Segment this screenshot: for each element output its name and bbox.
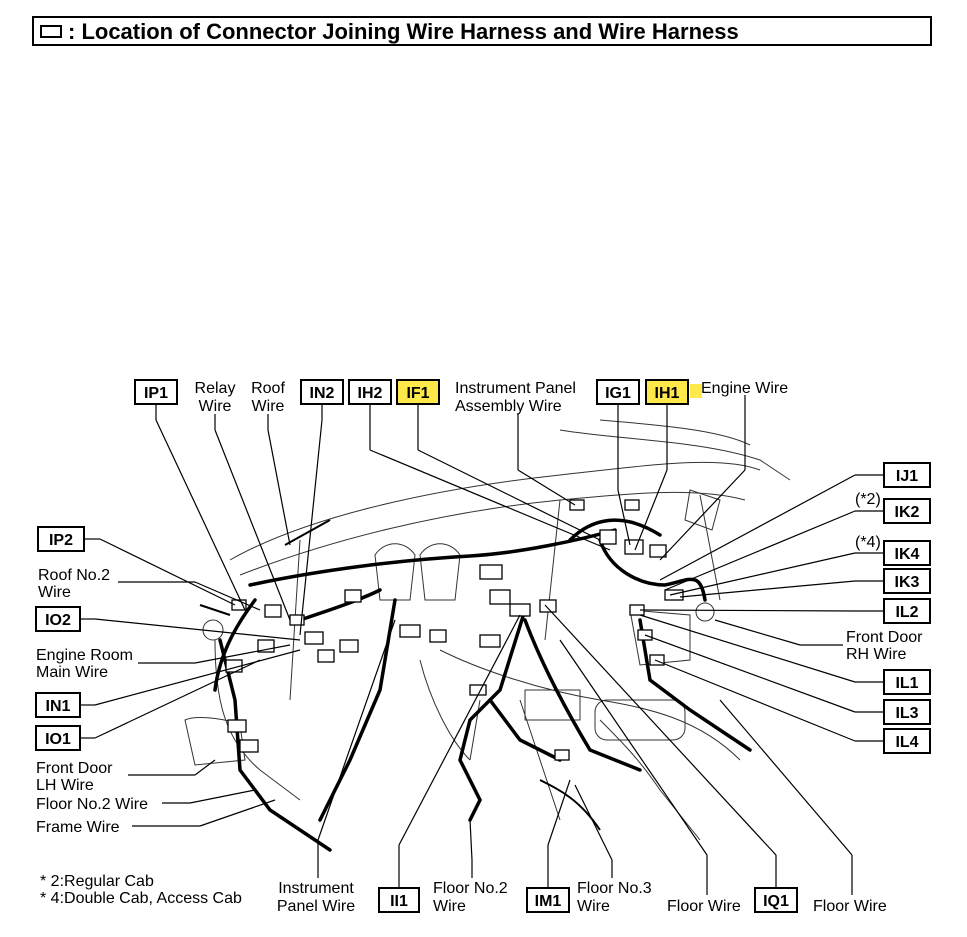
connector-IG1: IG1 [596,379,640,405]
connector-blocks [225,499,684,761]
harness-wires [199,518,752,852]
leader-lines [80,395,884,895]
footnote-double-cab: * 4:Double Cab, Access Cab [40,890,242,907]
connector-code: IL3 [895,705,918,722]
roof-wire-label-1: Roof [251,380,285,397]
engine-wire-label: Engine Wire [701,380,788,397]
floor-wire-center-label: Floor Wire [667,898,741,915]
connector-IK3: IK3 [883,568,931,594]
connector-code: IL1 [895,675,918,692]
connector-code: IO1 [45,731,71,748]
connector-code: IJ1 [896,468,918,485]
dashboard-sketch [184,419,791,841]
roof-wire-label-2: Wire [252,398,285,415]
connector-IH2: IH2 [348,379,392,405]
connector-code: IF1 [406,385,429,402]
front-door-rh-wire-label-1: Front Door [846,629,923,646]
connector-IH1: IH1 [645,379,689,405]
ip-assembly-wire-label-1: Instrument Panel [455,380,576,397]
floor-no2-wire-bottom-label-1: Floor No.2 [433,880,508,897]
connector-code: IH2 [358,385,383,402]
connector-II1: II1 [378,887,420,913]
connector-IP2: IP2 [37,526,85,552]
connector-code: II1 [390,893,408,910]
connector-IO1: IO1 [35,725,81,751]
connector-code: IK4 [895,546,920,563]
relay-wire-label-2: Wire [199,398,232,415]
connector-code: IN1 [46,698,71,715]
connector-code: IL2 [895,604,918,621]
connector-IJ1: IJ1 [883,462,931,488]
connector-code: IO2 [45,612,71,629]
connector-code: IH1 [655,385,680,402]
front-door-lh-wire-label-2: LH Wire [36,777,94,794]
connector-IL3: IL3 [883,699,931,725]
connector-IK4: IK4 [883,540,931,566]
connector-IN1: IN1 [35,692,81,718]
connector-IL1: IL1 [883,669,931,695]
highlight-mark [690,384,702,398]
roof-no2-wire-label-2: Wire [38,584,71,601]
connector-IP1: IP1 [134,379,178,405]
note-4-label: (*4) [855,534,881,551]
connector-IM1: IM1 [526,887,570,913]
connector-symbol-icon [40,25,62,38]
floor-no3-wire-label-1: Floor No.3 [577,880,652,897]
title-box: : Location of Connector Joining Wire Har… [32,16,932,46]
connector-IL4: IL4 [883,728,931,754]
connector-IN2: IN2 [300,379,344,405]
connector-code: IK2 [895,504,920,521]
connector-IL2: IL2 [883,598,931,624]
connector-code: IP2 [49,532,73,549]
front-door-rh-wire-label-2: RH Wire [846,646,907,663]
ip-assembly-wire-label-2: Assembly Wire [455,398,562,415]
connector-code: IL4 [895,734,918,751]
floor-no3-wire-label-2: Wire [577,898,610,915]
floor-no2-wire-left-label: Floor No.2 Wire [36,796,148,813]
floor-no2-wire-bottom-label-2: Wire [433,898,466,915]
front-door-lh-wire-label-1: Front Door [36,760,113,777]
roof-no2-wire-label-1: Roof No.2 [38,567,110,584]
engine-room-main-wire-label-2: Main Wire [36,664,108,681]
connector-code: IN2 [310,385,335,402]
connector-code: IQ1 [763,893,789,910]
instrument-panel-wire-label-1: Instrument [278,880,354,897]
connector-code: IM1 [535,893,562,910]
floor-wire-right-label: Floor Wire [813,898,887,915]
connector-code: IP1 [144,385,168,402]
connector-code: IK3 [895,574,920,591]
engine-room-main-wire-label-1: Engine Room [36,647,133,664]
connector-IK2: IK2 [883,498,931,524]
footnote-regular-cab: * 2:Regular Cab [40,873,154,890]
connector-IQ1: IQ1 [754,887,798,913]
connector-code: IG1 [605,385,631,402]
note-2-label: (*2) [855,491,881,508]
connector-IO2: IO2 [35,606,81,632]
instrument-panel-wire-label-2: Panel Wire [277,898,355,915]
connector-IF1: IF1 [396,379,440,405]
relay-wire-label-1: Relay [195,380,236,397]
frame-wire-label: Frame Wire [36,819,120,836]
page-title: : Location of Connector Joining Wire Har… [68,19,739,44]
